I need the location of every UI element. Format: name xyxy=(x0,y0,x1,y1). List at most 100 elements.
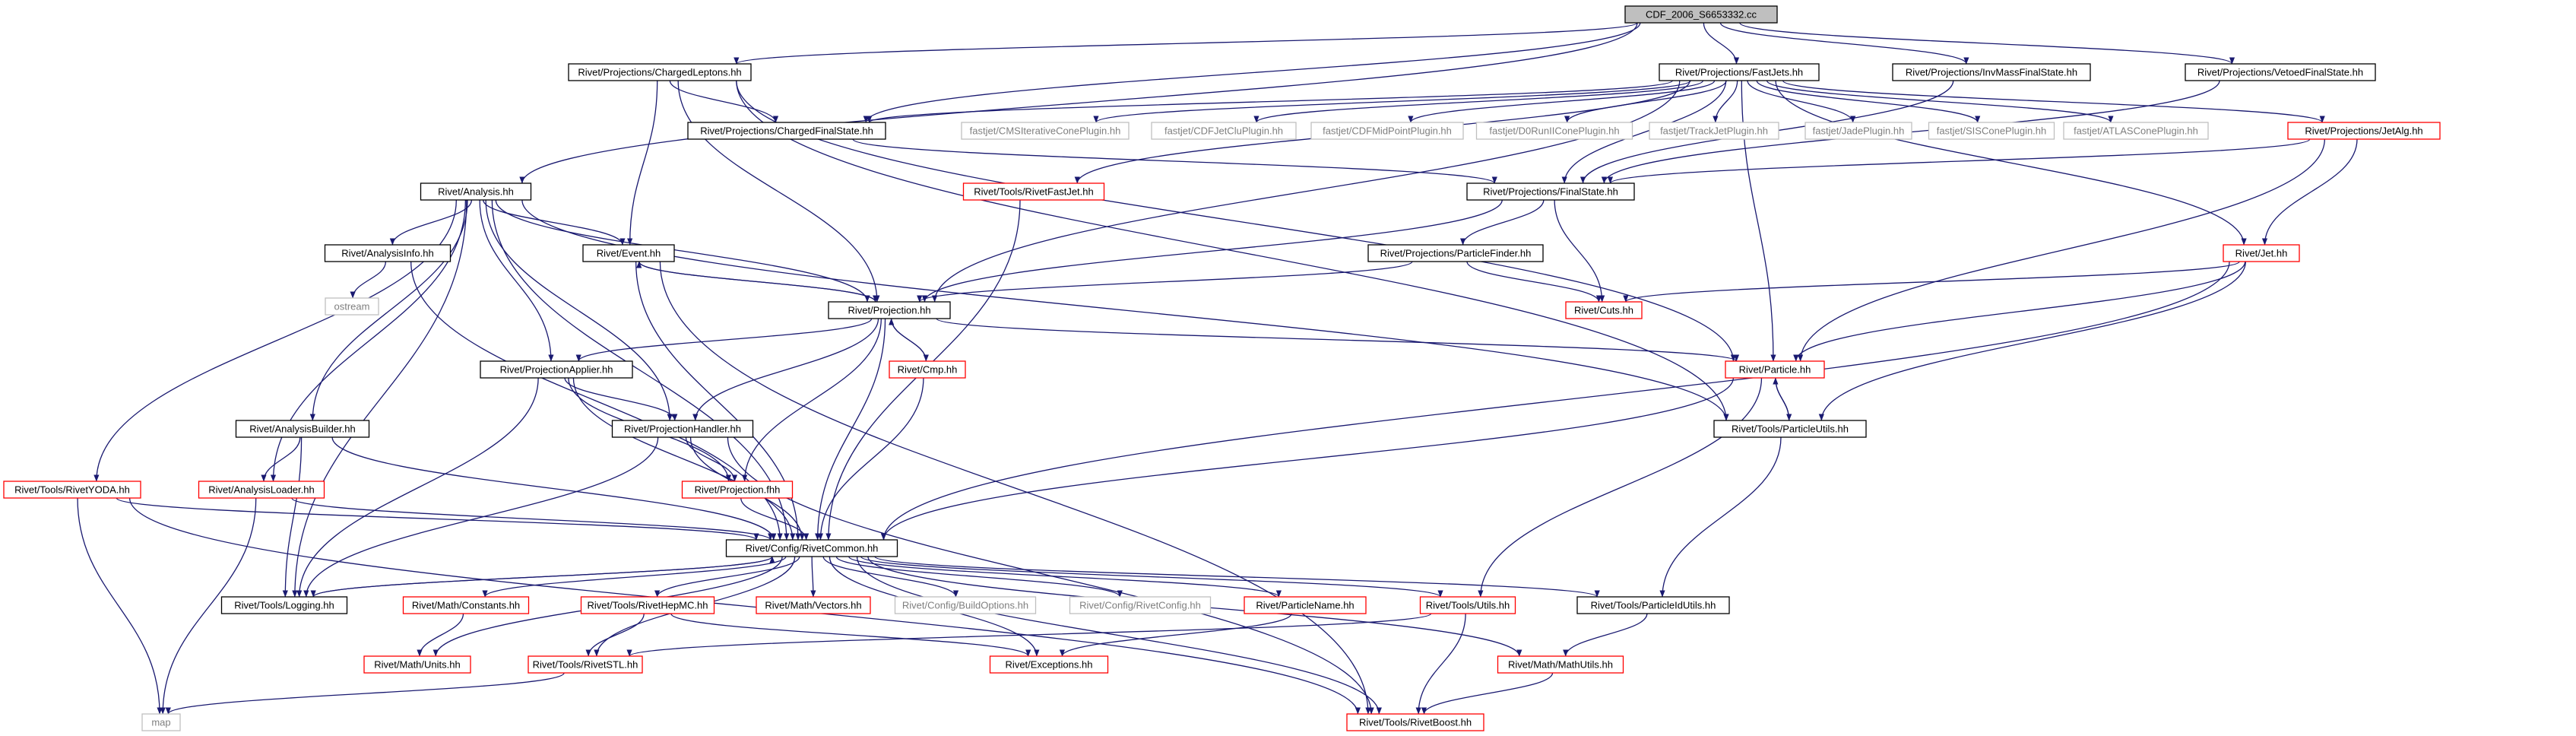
node-label: Rivet/ProjectionApplier.hh xyxy=(500,364,613,376)
node-label: Rivet/Tools/RivetBoost.hh xyxy=(1359,717,1472,728)
dependency-edge xyxy=(77,497,163,715)
node-box xyxy=(1367,244,1544,262)
edge-finalstate-to-projection xyxy=(921,199,1503,303)
dependency-edge xyxy=(389,199,473,246)
node-particleutils[interactable]: Rivet/Tools/ParticleUtils.hh xyxy=(1713,420,1867,438)
edge-analysisinfo-to-ostream xyxy=(350,261,387,299)
node-box xyxy=(989,655,1109,674)
node-analysis[interactable]: Rivet/Analysis.hh xyxy=(420,182,532,201)
node-chargedleptons[interactable]: Rivet/Projections/ChargedLeptons.hh xyxy=(568,63,752,81)
node-label: fastjet/JadePlugin.hh xyxy=(1813,125,1905,137)
node-box xyxy=(1475,122,1633,140)
dependency-edge xyxy=(734,22,1638,65)
edge-particle-to-rivetcommon xyxy=(880,377,1735,541)
edge-chargedleptons-to-event xyxy=(627,80,658,246)
dependency-edge xyxy=(1460,199,1545,246)
node-rivethepmc[interactable]: Rivet/Tools/RivetHepMC.hh xyxy=(580,596,715,614)
node-label: Rivet/Projections/JetAlg.hh xyxy=(2305,125,2422,137)
node-box xyxy=(725,539,898,557)
node-chargedfs[interactable]: Rivet/Projections/ChargedFinalState.hh xyxy=(687,122,886,140)
node-label: Rivet/ParticleName.hh xyxy=(1256,600,1354,611)
node-units[interactable]: Rivet/Math/Units.hh xyxy=(363,655,471,674)
node-cmp[interactable]: Rivet/Cmp.hh xyxy=(889,360,966,379)
node-analysisinfo[interactable]: Rivet/AnalysisInfo.hh xyxy=(324,244,452,262)
node-fastjets[interactable]: Rivet/Projections/FastJets.hh xyxy=(1659,63,1820,81)
node-jade: fastjet/JadePlugin.hh xyxy=(1804,122,1912,140)
dependency-edge xyxy=(1756,80,1981,123)
edge-rivetyoda-to-map xyxy=(77,497,163,715)
node-box xyxy=(198,481,325,499)
dependency-edge xyxy=(822,556,959,598)
edge-event-to-rivetboost xyxy=(659,261,1371,715)
edge-finalstate-to-cuts xyxy=(1554,199,1605,303)
edge-chargedleptons-to-projection xyxy=(677,80,880,303)
dependency-edge xyxy=(296,377,539,598)
node-midpoint: fastjet/CDFMidPointPlugin.hh xyxy=(1310,122,1464,140)
node-rivetyoda[interactable]: Rivet/Tools/RivetYODA.hh xyxy=(3,481,141,499)
edge-fastjets-to-jet xyxy=(1775,80,2247,246)
node-finalstate[interactable]: Rivet/Projections/FinalState.hh xyxy=(1466,182,1635,201)
edge-particleutils-to-particleidutils xyxy=(1659,436,1782,598)
node-siscone: fastjet/SISConePlugin.hh xyxy=(1928,122,2055,140)
file-nodes: CDF_2006_S6653332.ccRivet/Projections/Ch… xyxy=(3,5,2441,731)
node-rivetfastjet[interactable]: Rivet/Tools/RivetFastJet.hh xyxy=(962,182,1105,201)
node-label: Rivet/Cuts.hh xyxy=(1574,305,1633,316)
edge-analysisbuilder-to-logging xyxy=(282,436,303,598)
node-box xyxy=(141,713,181,731)
dependency-edge xyxy=(1093,80,1691,123)
node-rivetcommon[interactable]: Rivet/Config/RivetCommon.hh xyxy=(725,539,898,557)
node-rivetboost[interactable]: Rivet/Tools/RivetBoost.hh xyxy=(1346,713,1484,731)
node-particleidutils[interactable]: Rivet/Tools/ParticleIdUtils.hh xyxy=(1576,596,1730,614)
dependency-edge xyxy=(932,80,1681,303)
edge-analysis-to-analysisloader xyxy=(270,199,467,482)
edge-cdf-to-chargedleptons xyxy=(734,22,1638,65)
node-projapplier[interactable]: Rivet/ProjectionApplier.hh xyxy=(480,360,633,379)
node-jetalg[interactable]: Rivet/Projections/JetAlg.hh xyxy=(2287,122,2441,140)
node-jet[interactable]: Rivet/Jet.hh xyxy=(2223,244,2300,262)
node-label: fastjet/CDFMidPointPlugin.hh xyxy=(1323,125,1452,137)
node-box xyxy=(420,182,532,201)
node-projfhh[interactable]: Rivet/Projection.fhh xyxy=(681,481,794,499)
dependency-edge xyxy=(585,613,645,657)
node-logging[interactable]: Rivet/Tools/Logging.hh xyxy=(220,596,348,614)
node-vetoed[interactable]: Rivet/Projections/VetoedFinalState.hh xyxy=(2185,63,2376,81)
node-analysisbuilder[interactable]: Rivet/AnalysisBuilder.hh xyxy=(235,420,370,438)
dependency-edge xyxy=(659,261,1371,715)
node-particlefinder[interactable]: Rivet/Projections/ParticleFinder.hh xyxy=(1367,244,1544,262)
node-box xyxy=(2185,63,2376,81)
dependency-edge xyxy=(483,199,626,246)
node-cuts[interactable]: Rivet/Cuts.hh xyxy=(1565,301,1643,319)
node-label: Rivet/Math/Constants.hh xyxy=(412,600,520,611)
node-vectors[interactable]: Rivet/Math/Vectors.hh xyxy=(756,596,871,614)
dependency-edge xyxy=(128,497,1361,715)
node-label: Rivet/AnalysisInfo.hh xyxy=(341,248,433,259)
node-projhandler[interactable]: Rivet/ProjectionHandler.hh xyxy=(611,420,754,438)
node-box xyxy=(3,481,141,499)
dependency-edge xyxy=(874,556,1600,598)
edge-rivetcommon-to-vectors xyxy=(810,556,816,598)
node-analysisloader[interactable]: Rivet/AnalysisLoader.hh xyxy=(198,481,325,499)
node-label: Rivet/Math/Units.hh xyxy=(374,659,460,671)
node-particlename[interactable]: Rivet/ParticleName.hh xyxy=(1244,596,1367,614)
dependency-edge xyxy=(350,261,387,299)
edge-toolsutils-to-rivetstl xyxy=(626,613,1432,657)
node-projection[interactable]: Rivet/Projection.hh xyxy=(828,301,951,319)
node-toolsutils[interactable]: Rivet/Tools/Utils.hh xyxy=(1419,596,1516,614)
dependency-edge xyxy=(654,556,800,598)
dependency-edge xyxy=(270,199,467,482)
node-box xyxy=(1804,122,1912,140)
node-particle[interactable]: Rivet/Particle.hh xyxy=(1725,360,1825,379)
dependency-edge xyxy=(1608,138,2311,184)
edge-fastjets-to-atlas xyxy=(1766,80,2114,123)
node-exceptions[interactable]: Rivet/Exceptions.hh xyxy=(989,655,1109,674)
node-mathutils[interactable]: Rivet/Math/MathUtils.hh xyxy=(1497,655,1624,674)
node-rivetstl[interactable]: Rivet/Tools/RivetSTL.hh xyxy=(528,655,643,674)
dependency-edge xyxy=(1775,80,2247,246)
node-event[interactable]: Rivet/Event.hh xyxy=(582,244,675,262)
edge-cdf-to-chargedfs xyxy=(863,22,1641,123)
edge-rivetcommon-to-toolsutils xyxy=(860,556,1443,598)
dependency-edge xyxy=(519,22,1638,184)
node-invmass[interactable]: Rivet/Projections/InvMassFinalState.hh xyxy=(1892,63,2091,81)
node-constants[interactable]: Rivet/Math/Constants.hh xyxy=(402,596,530,614)
edge-projapplier-to-logging xyxy=(296,377,539,598)
